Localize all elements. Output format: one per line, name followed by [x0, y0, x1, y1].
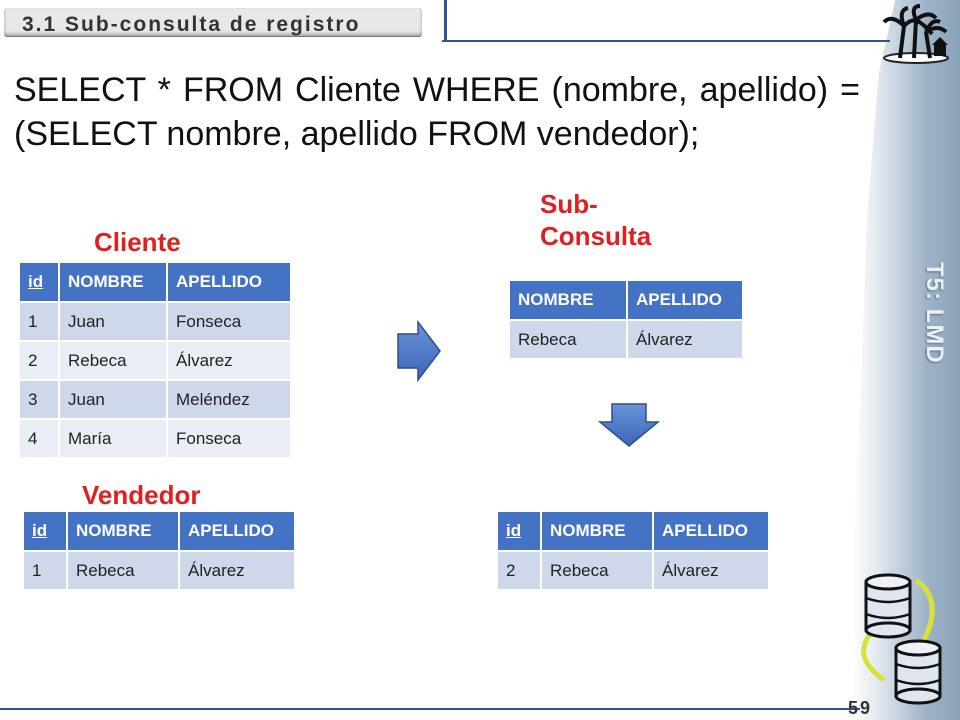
title-underline [442, 40, 890, 42]
column-header: NOMBRE [540, 510, 654, 552]
section-label: T5: LMD [921, 262, 948, 364]
table-cell: 3 [18, 379, 60, 420]
table-cell: Meléndez [166, 379, 292, 420]
column-header: id [22, 510, 68, 552]
vendedor-table: id NOMBRE APELLIDO 1 Rebeca Álvarez [22, 510, 296, 591]
table-row: 2 Rebeca Álvarez [496, 550, 770, 591]
title-frame [10, 0, 447, 42]
table-cell: Álvarez [652, 550, 770, 591]
caption-subconsulta-line2: Consulta [540, 221, 652, 251]
column-header: APELLIDO [626, 279, 744, 321]
down-arrow-icon [598, 403, 660, 447]
table-cell: Rebeca [508, 319, 628, 360]
column-header: APELLIDO [166, 261, 292, 303]
table-cell: 2 [496, 550, 542, 591]
caption-vendedor: Vendedor [82, 480, 201, 510]
cliente-table: id NOMBRE APELLIDO 1 Juan Fonseca 2 Rebe… [18, 261, 292, 459]
palm-tree-logo-icon [882, 4, 949, 64]
column-header: id [18, 261, 60, 303]
footer-line [0, 708, 860, 710]
column-header: NOMBRE [58, 261, 168, 303]
table-cell: 1 [18, 301, 60, 342]
column-header: NOMBRE [66, 510, 180, 552]
caption-cliente: Cliente [94, 227, 181, 257]
table-cell: Álvarez [626, 319, 744, 360]
table-row: Rebeca Álvarez [508, 319, 744, 360]
table-cell: 1 [22, 550, 68, 591]
column-header: id [496, 510, 542, 552]
table-header-row: id NOMBRE APELLIDO [22, 510, 296, 552]
table-cell: 2 [18, 340, 60, 381]
column-header: APELLIDO [652, 510, 770, 552]
table-cell: Fonseca [166, 418, 292, 459]
table-cell: Álvarez [166, 340, 292, 381]
table-cell: Fonseca [166, 301, 292, 342]
table-cell: Álvarez [178, 550, 296, 591]
caption-subconsulta-line1: Sub- [540, 189, 598, 219]
table-row: 2 Rebeca Álvarez [18, 340, 292, 381]
slide-title: 3.1 Sub-consulta de registro [22, 13, 361, 36]
table-row: 1 Rebeca Álvarez [22, 550, 296, 591]
table-header-row: id NOMBRE APELLIDO [18, 261, 292, 303]
right-arrow-icon [397, 320, 441, 382]
table-cell: Rebeca [58, 340, 168, 381]
database-icon [861, 573, 942, 705]
table-header-row: NOMBRE APELLIDO [508, 279, 744, 321]
table-cell: Juan [58, 301, 168, 342]
table-cell: Juan [58, 379, 168, 420]
sql-statement: SELECT * FROM Cliente WHERE (nombre, ape… [14, 71, 860, 153]
table-row: 4 María Fonseca [18, 418, 292, 459]
table-header-row: id NOMBRE APELLIDO [496, 510, 770, 552]
table-cell: Rebeca [66, 550, 180, 591]
table-row: 1 Juan Fonseca [18, 301, 292, 342]
resultado-table: id NOMBRE APELLIDO 2 Rebeca Álvarez [496, 510, 770, 591]
table-cell: María [58, 418, 168, 459]
subconsulta-table: NOMBRE APELLIDO Rebeca Álvarez [508, 279, 744, 360]
table-row: 3 Juan Meléndez [18, 379, 292, 420]
column-header: APELLIDO [178, 510, 296, 552]
table-cell: 4 [18, 418, 60, 459]
column-header: NOMBRE [508, 279, 628, 321]
caption-subconsulta: Sub- Consulta [540, 188, 651, 252]
table-cell: Rebeca [540, 550, 654, 591]
title-bar [4, 8, 422, 36]
page-number: 59 [848, 698, 873, 718]
